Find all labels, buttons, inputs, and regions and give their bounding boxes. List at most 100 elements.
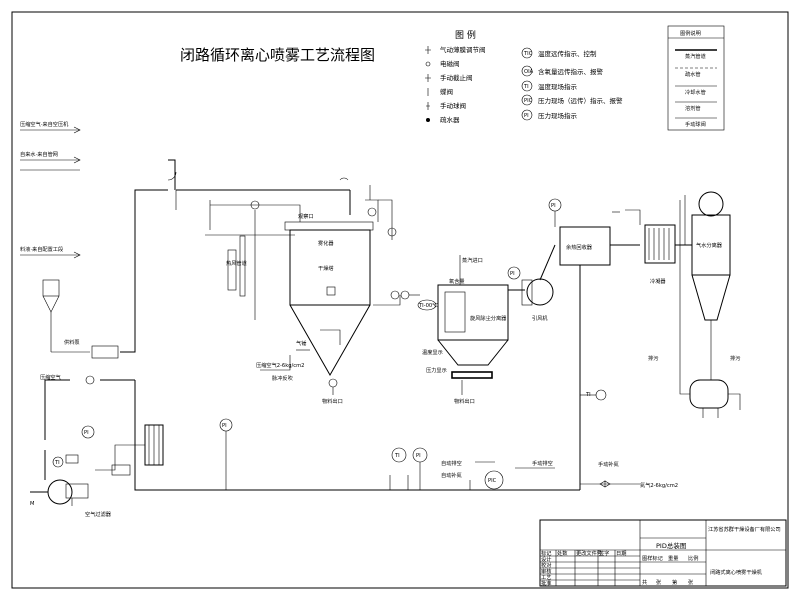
motor-label: M bbox=[30, 501, 34, 507]
title-block: 江苏省苏群干燥设备厂有限公司 PID总装图 闭路式离心喷雾干燥机 标记 处数 更… bbox=[539, 519, 787, 587]
tb-cell: 第 bbox=[672, 578, 677, 586]
pi-label: PI bbox=[510, 271, 515, 277]
legend-code: PI bbox=[524, 113, 529, 119]
pi-label: PI bbox=[222, 423, 227, 429]
legend-left: 气动薄膜调节阀 电磁阀 手动截止阀 蝶阀 手动球阀 疏水器 bbox=[425, 45, 486, 124]
tb-cell: 签字 bbox=[599, 549, 609, 557]
legend-item: 手动球阀 bbox=[440, 101, 466, 110]
legend-code: TI bbox=[523, 84, 529, 90]
cyclone-label: 旋风除尘分离器 bbox=[470, 314, 507, 322]
ti-label: TI bbox=[394, 453, 400, 459]
pi-label: PI bbox=[416, 453, 421, 459]
tb-cell: 比例 bbox=[688, 554, 698, 562]
auto-fill-label: 自动补氮 bbox=[441, 471, 463, 479]
legend-item: 手动截止阀 bbox=[440, 73, 473, 82]
air-label: 气锤 bbox=[296, 339, 306, 347]
dryer-instruments: TI-00℃ bbox=[365, 185, 438, 311]
product-name: 闭路式离心喷雾干燥机 bbox=[710, 568, 763, 576]
feed-pipe bbox=[120, 189, 168, 353]
filter-label: 空气过滤器 bbox=[85, 510, 112, 518]
manual-vent-label: 手动排空 bbox=[532, 459, 553, 467]
tb-cell: 处数 bbox=[557, 549, 568, 557]
pic-label: PIC bbox=[488, 478, 497, 484]
fan-pi bbox=[507, 266, 521, 280]
pipe-label: 蒸汽管道 bbox=[685, 52, 706, 60]
cyclone-dust-separator: 旋风除尘分离器 氧含量 蒸汽进口 物料出口 温度显示 压力显示 bbox=[422, 255, 509, 405]
steam-in-label: 蒸汽进口 bbox=[462, 256, 483, 264]
pic-instrument bbox=[484, 470, 504, 490]
feed-pump bbox=[91, 345, 119, 359]
compressed-label: 压缩空气 bbox=[40, 373, 61, 381]
legend-item: 压力现场（远传）指示、报警 bbox=[538, 96, 623, 105]
dryer-label: 干燥塔 bbox=[318, 264, 334, 272]
tb-cell: 标记 bbox=[541, 549, 551, 557]
pipe-legend-heading: 图例说明 bbox=[680, 29, 701, 37]
dryer-tower: 观察口 雾化器 干燥塔 物料出口 气锤 压缩空气2-6kg/cm2 脉冲反吹 bbox=[256, 212, 374, 405]
auto-vent-label: 自动排空 bbox=[441, 459, 462, 467]
press-meter-label: 压力显示 bbox=[426, 366, 447, 374]
heater-pi bbox=[81, 425, 95, 439]
hot-air-duct: 热风管道 bbox=[205, 200, 301, 320]
tb-cell: 更改文件号 bbox=[576, 549, 602, 557]
cooler-label: 余热回收器 bbox=[566, 243, 593, 251]
condenser-label: 冷凝器 bbox=[650, 277, 666, 285]
manual-fill-label: 手动补氮 bbox=[598, 460, 620, 468]
tb-cell: 共 bbox=[642, 578, 647, 586]
inlet-label: 自来水·来自管网 bbox=[20, 150, 58, 158]
tb-cell: 张 bbox=[688, 578, 694, 586]
gas-water-separator: 气水分离器 排污 排污 bbox=[648, 191, 740, 418]
tb-cell: 工艺 bbox=[541, 574, 551, 581]
legend-item: 压力现场指示 bbox=[538, 111, 578, 120]
tb-cell: 日期 bbox=[616, 550, 626, 557]
nitrogen-control: TI PI 自动排空 自动补氮 PIC 手动排空 手动补氮 氮气2-6kg/cm… bbox=[389, 389, 678, 490]
pipe-label: 疏水管 bbox=[685, 70, 701, 78]
drawing-border bbox=[11, 11, 789, 589]
pipe-label: 手动球阀 bbox=[685, 120, 706, 128]
sensor-label: TI-00℃ bbox=[418, 303, 438, 309]
drawing-name: PID总装图 bbox=[656, 541, 686, 550]
heat-recovery-cooler: 余热回收器 PI bbox=[539, 198, 640, 490]
duct-label: 热风管道 bbox=[226, 259, 247, 267]
legend-item: 电磁阀 bbox=[440, 59, 460, 68]
oxy-label: 氧含量 bbox=[449, 277, 465, 285]
inlet-label: 压缩空气·来自空压机 bbox=[20, 120, 69, 128]
tb-cell: 设计 bbox=[541, 555, 551, 563]
drain-label: 排污 bbox=[648, 354, 658, 362]
tb-cell: 批准 bbox=[541, 579, 551, 587]
tb-cell: 图样标记 bbox=[642, 554, 663, 562]
temp-point-label: 温度显示 bbox=[422, 348, 443, 356]
condenser: 冷凝器 bbox=[612, 209, 676, 285]
product-outlet-label-2: 物料出口 bbox=[454, 397, 475, 405]
pi-label: PI bbox=[84, 430, 89, 436]
legend-item: 蝶阀 bbox=[440, 87, 453, 96]
pipe-label: 溶剂管 bbox=[685, 104, 701, 112]
legend-item: 温度现场指示 bbox=[538, 82, 578, 91]
pipe-legend: 图例说明 蒸汽管道 疏水管 冷却水管 溶剂管 手动球阀 bbox=[667, 25, 725, 131]
legend-item: 温度远传指示、控制 bbox=[538, 49, 597, 58]
return-line: 压缩空气 PI PI bbox=[40, 373, 580, 491]
legend-item: 疏水器 bbox=[440, 115, 460, 124]
inlet-label: 料液·来自配置工段 bbox=[20, 245, 63, 253]
inlet-lines: 压缩空气·来自空压机 自来水·来自管网 料液·来自配置工段 bbox=[20, 120, 81, 259]
drain-label: 排污 bbox=[730, 354, 740, 362]
ti-label: TI bbox=[54, 460, 60, 466]
legend-code: PIC bbox=[524, 98, 533, 104]
feed-tank: 供料泵 bbox=[42, 279, 119, 359]
company-name: 江苏省苏群干燥设备厂有限公司 bbox=[708, 525, 781, 533]
induced-draft-fan: 引风机 PI bbox=[507, 266, 554, 322]
separator-label: 气水分离器 bbox=[696, 241, 723, 249]
diagram-title: 闭路循环离心喷雾工艺流程图 bbox=[180, 46, 375, 64]
pi-label: PI bbox=[551, 203, 556, 209]
port-label: 观察口 bbox=[298, 212, 314, 220]
pipe-label: 冷却水管 bbox=[685, 88, 706, 96]
tb-cell: 校对 bbox=[541, 561, 551, 569]
fan-label: 引风机 bbox=[532, 314, 548, 322]
legend-code: OIA bbox=[524, 69, 534, 75]
atomizer-label: 雾化器 bbox=[318, 239, 334, 247]
product-outlet-label: 物料出口 bbox=[322, 397, 343, 405]
press-air-label: 压缩空气2-6kg/cm2 bbox=[256, 361, 304, 369]
legend-item: 含氧量远传指示、报警 bbox=[538, 67, 604, 76]
